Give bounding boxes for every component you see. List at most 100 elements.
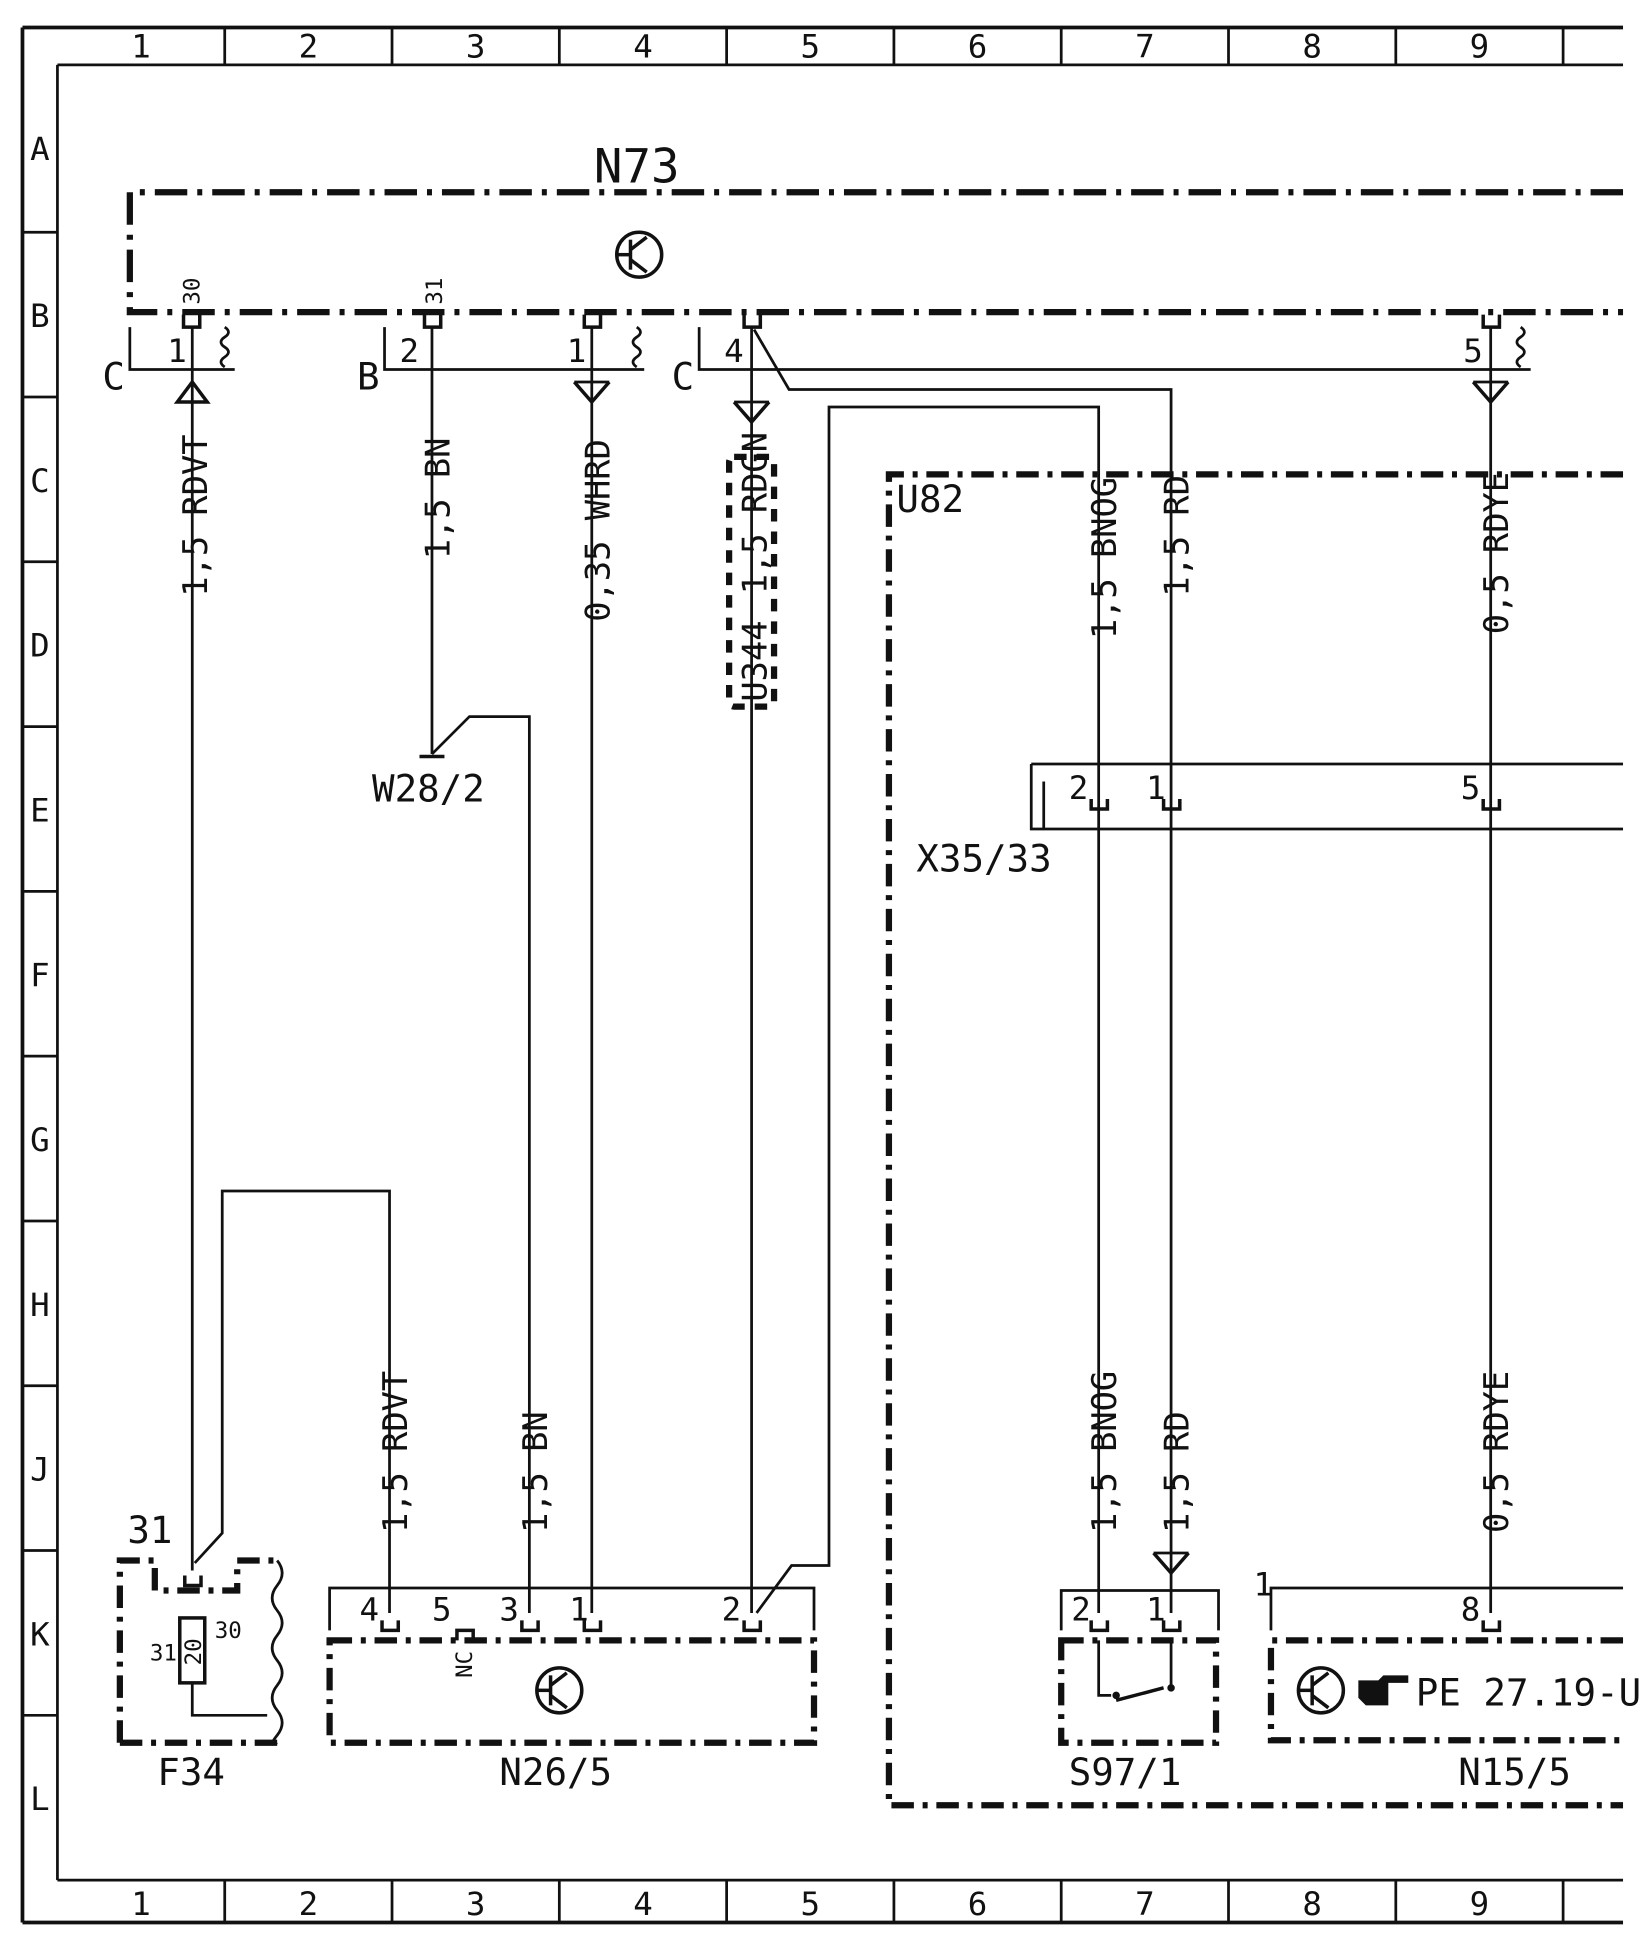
col-label-bottom-1: 1 — [131, 1885, 151, 1923]
n26-pin-nc: NC — [452, 1651, 478, 1678]
col-label-top-4: 4 — [633, 27, 653, 65]
n73-pin-5: 5 — [1463, 332, 1483, 370]
row-label-b: B — [30, 297, 50, 335]
col-label-bottom-6: 6 — [968, 1885, 988, 1923]
n73-pin-31: 31 — [422, 278, 448, 305]
module-n26-5-label: N26/5 — [499, 1750, 612, 1794]
col-label-top-6: 6 — [968, 27, 988, 65]
fuse-f34-terminal-31: 31 — [150, 1640, 177, 1666]
row-label-c: C — [30, 462, 50, 500]
row-label-k: K — [30, 1615, 50, 1653]
harness-u344-label: U344 — [736, 620, 775, 701]
n26-pin-3: 3 — [499, 1590, 519, 1628]
col-label-bottom-3: 3 — [466, 1885, 486, 1923]
connector-b: B — [357, 355, 380, 399]
fuse-f34-label: F34 — [157, 1750, 225, 1794]
wire-label-bn-bot: 1,5 BN — [516, 1411, 555, 1533]
wire-rdye: 0,5 RDYE 0,5 RDYE — [1471, 327, 1516, 1613]
wire-whrd: 0,35 WHRD — [572, 327, 617, 1613]
switch-s97-1: 2 1 S97/1 — [1058, 1551, 1220, 1794]
wire-rdvt-loop: 1,5 RDVT 1,5 BN — [193, 1189, 555, 1613]
x35-pin-2: 2 — [1069, 769, 1089, 807]
col-label-bottom-8: 8 — [1302, 1885, 1322, 1923]
drawing-frame: 1 2 3 4 5 6 7 8 9 1 2 3 4 5 6 7 8 9 A B … — [20, 25, 1624, 1925]
s97-pin-2: 2 — [1071, 1590, 1091, 1628]
wire-rdvt: 1,5 RDVT — [173, 327, 215, 1571]
wire-label-rdvt-top: 1,5 RDVT — [176, 434, 215, 596]
col-label-top-5: 5 — [801, 27, 821, 65]
x35-pin-5: 5 — [1461, 769, 1481, 807]
row-label-e: E — [30, 791, 50, 829]
switch-contact-icon — [1097, 1640, 1175, 1703]
pointing-hand-icon — [1358, 1675, 1409, 1706]
module-n15-5: 1 8 PE 27.19-U N15/5 — [1253, 1565, 1641, 1794]
col-label-top-2: 2 — [299, 27, 319, 65]
connector-x35-33-label: X35/33 — [916, 836, 1051, 880]
row-label-a: A — [30, 130, 50, 168]
module-n73: N73 30 31 C 1 B 2 1 C 4 5 — [102, 139, 1624, 399]
n26-pin-4: 4 — [360, 1590, 380, 1628]
n73-pin-4: 4 — [724, 332, 744, 370]
wire-label-whrd: 0,35 WHRD — [578, 439, 617, 622]
wire-bn: 1,5 BN W28/2 — [372, 327, 531, 1613]
col-label-top-1: 1 — [131, 27, 151, 65]
row-label-h: H — [30, 1286, 50, 1324]
row-label-d: D — [30, 627, 50, 665]
n73-pin-1-mid: 1 — [567, 332, 587, 370]
n15-pin-8: 8 — [1461, 1590, 1481, 1628]
col-label-bottom-2: 2 — [299, 1885, 319, 1923]
connector-c-right: C — [672, 355, 695, 399]
transistor-icon — [615, 230, 664, 279]
connector-c-left: C — [102, 355, 125, 399]
wire-rdgn: 1,5 RDGN U344 — [725, 327, 778, 1613]
module-n15-5-label: N15/5 — [1458, 1750, 1571, 1794]
row-label-l: L — [30, 1780, 50, 1818]
col-label-bottom-7: 7 — [1135, 1885, 1155, 1923]
wire-branch-4-to-rd — [752, 328, 1173, 1613]
col-label-top-8: 8 — [1302, 27, 1322, 65]
connector-x35-33: 2 1 5 X35/33 — [916, 762, 1624, 880]
col-label-bottom-9: 9 — [1470, 1885, 1490, 1923]
wire-label-bn-top: 1,5 BN — [418, 438, 457, 560]
row-label-f: F — [30, 956, 50, 994]
wire-label-rd-bot: 1,5 RD — [1158, 1411, 1197, 1533]
switch-s97-1-label: S97/1 — [1069, 1750, 1182, 1794]
fuse-f34-rating: 20 — [181, 1638, 207, 1665]
wire-label-rdgn: 1,5 RDGN — [736, 432, 775, 594]
transistor-icon — [1296, 1666, 1346, 1715]
n73-pin-1-left: 1 — [167, 332, 187, 370]
n73-pin-30: 30 — [180, 278, 206, 305]
row-label-j: J — [30, 1451, 50, 1489]
col-label-top-3: 3 — [466, 27, 486, 65]
fuse-f34-terminal-30: 30 — [215, 1618, 242, 1644]
reference-pe-27-19: PE 27.19-U — [1416, 1670, 1641, 1714]
module-u82-label: U82 — [896, 477, 964, 521]
n73-pin-2: 2 — [400, 332, 420, 370]
row-label-g: G — [30, 1121, 50, 1159]
wire-label-rdye-bot: 0,5 RDYE — [1477, 1371, 1516, 1533]
module-u82: U82 — [885, 471, 1624, 1809]
n26-pin-2: 2 — [722, 1590, 742, 1628]
col-label-top-9: 9 — [1470, 27, 1490, 65]
col-label-bottom-4: 4 — [633, 1885, 653, 1923]
wire-label-rdye-top: 0,5 RDYE — [1477, 472, 1516, 634]
wire-label-bnog-top: 1,5 BNOG — [1085, 477, 1124, 639]
n26-pin-1: 1 — [569, 1590, 589, 1628]
wire-bnog: 1,5 BNOG 1,5 BNOG 1,5 RD 1,5 RD — [755, 405, 1197, 1614]
wire-label-bnog-bot: 1,5 BNOG — [1085, 1371, 1124, 1533]
module-n26-5: 4 5 3 1 2 NC N26/5 — [326, 1586, 818, 1794]
module-n73-label: N73 — [594, 139, 680, 194]
col-label-top-7: 7 — [1135, 27, 1155, 65]
wire-label-rdvt-bot: 1,5 RDVT — [376, 1371, 415, 1533]
n15-connector-1: 1 — [1253, 1565, 1273, 1603]
col-label-bottom-5: 5 — [801, 1885, 821, 1923]
transistor-icon — [535, 1666, 584, 1715]
s97-pin-1: 1 — [1146, 1590, 1166, 1628]
wire-label-rd-top: 1,5 RD — [1158, 475, 1197, 597]
splice-w28-2: W28/2 — [372, 766, 485, 810]
harness-u344 — [725, 453, 778, 710]
fuse-f34-terminal-31-top: 31 — [127, 1508, 172, 1552]
fuse-f34: 31 31 30 20 F34 — [116, 1508, 284, 1794]
n26-pin-5: 5 — [432, 1590, 452, 1628]
